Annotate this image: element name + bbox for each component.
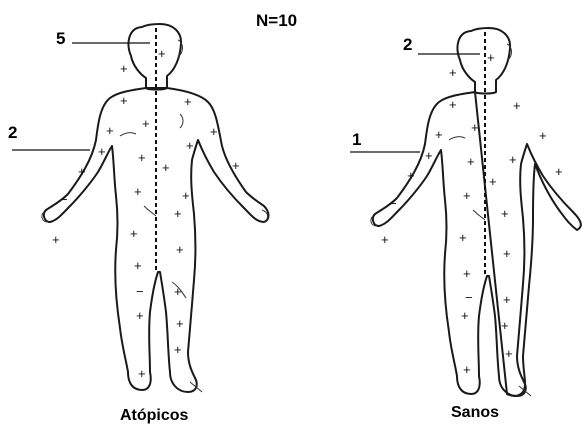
svg-text:+: + <box>461 308 469 323</box>
callout-atopicos-head: 5 <box>56 29 65 48</box>
svg-text:+: + <box>425 148 433 163</box>
svg-text:+: + <box>555 164 563 179</box>
svg-text:+: + <box>503 292 511 307</box>
svg-text:−: − <box>136 284 144 299</box>
svg-text:+: + <box>467 154 475 169</box>
svg-text:+: + <box>138 366 146 381</box>
svg-text:+: + <box>463 362 471 377</box>
svg-text:+: + <box>210 124 218 139</box>
svg-text:+: + <box>407 168 415 183</box>
svg-text:+: + <box>120 61 128 76</box>
svg-text:+: + <box>176 242 184 257</box>
svg-text:−: − <box>60 192 68 207</box>
svg-text:+: + <box>174 342 182 357</box>
svg-text:+: + <box>513 98 521 113</box>
svg-text:+: + <box>449 97 457 112</box>
svg-text:+: + <box>174 284 182 299</box>
body-figure-atopicos: + + + + + + + + + + + + + + + − + + + + … <box>42 24 269 392</box>
svg-text:+: + <box>381 232 389 247</box>
svg-text:+: + <box>142 116 150 131</box>
svg-text:+: + <box>539 128 547 143</box>
svg-text:+: + <box>182 188 190 203</box>
svg-text:+: + <box>487 50 495 65</box>
torso-outline <box>373 92 581 396</box>
callout-sanos-arm: 1 <box>352 130 361 149</box>
svg-text:+: + <box>232 158 240 173</box>
svg-text:+: + <box>138 150 146 165</box>
svg-text:+: + <box>134 258 142 273</box>
svg-text:+: + <box>463 188 471 203</box>
caption-atopicos: Atópicos <box>120 407 189 424</box>
svg-text:+: + <box>134 184 142 199</box>
svg-text:−: − <box>465 290 473 305</box>
svg-text:+: + <box>130 226 138 241</box>
caption-sanos: Sanos <box>451 404 499 421</box>
callout-atopicos-arm: 2 <box>8 123 17 142</box>
head-outline <box>129 24 182 90</box>
svg-text:+: + <box>449 65 457 80</box>
svg-text:−: − <box>389 196 397 211</box>
svg-text:+: + <box>505 346 513 361</box>
svg-text:+: + <box>136 308 144 323</box>
svg-text:+: + <box>489 174 497 189</box>
svg-text:+: + <box>52 232 60 247</box>
sample-marks-atopicos: + + + + + + + + + + + + + + + − + + + + … <box>52 46 240 381</box>
svg-text:+: + <box>162 160 170 175</box>
svg-text:+: + <box>471 120 479 135</box>
body-figure-sanos: + + + + + + + + + + + + + + + − + + + + … <box>371 28 581 396</box>
svg-text:+: + <box>463 266 471 281</box>
svg-text:+: + <box>503 246 511 261</box>
svg-text:+: + <box>158 46 166 61</box>
sample-marks-sanos: + + + + + + + + + + + + + + + − + + + + … <box>381 50 563 377</box>
svg-text:+: + <box>106 123 114 138</box>
svg-text:+: + <box>459 230 467 245</box>
callout-sanos-head: 2 <box>403 35 412 54</box>
svg-text:+: + <box>98 144 106 159</box>
svg-text:+: + <box>501 206 509 221</box>
svg-text:+: + <box>509 152 517 167</box>
svg-text:+: + <box>435 127 443 142</box>
svg-text:+: + <box>174 206 182 221</box>
svg-text:+: + <box>176 316 184 331</box>
svg-text:+: + <box>120 93 128 108</box>
svg-text:+: + <box>501 318 509 333</box>
head-outline <box>458 28 511 94</box>
svg-text:+: + <box>184 94 192 109</box>
svg-text:+: + <box>186 138 194 153</box>
svg-text:+: + <box>78 164 86 179</box>
n-label: N=10 <box>256 11 297 30</box>
